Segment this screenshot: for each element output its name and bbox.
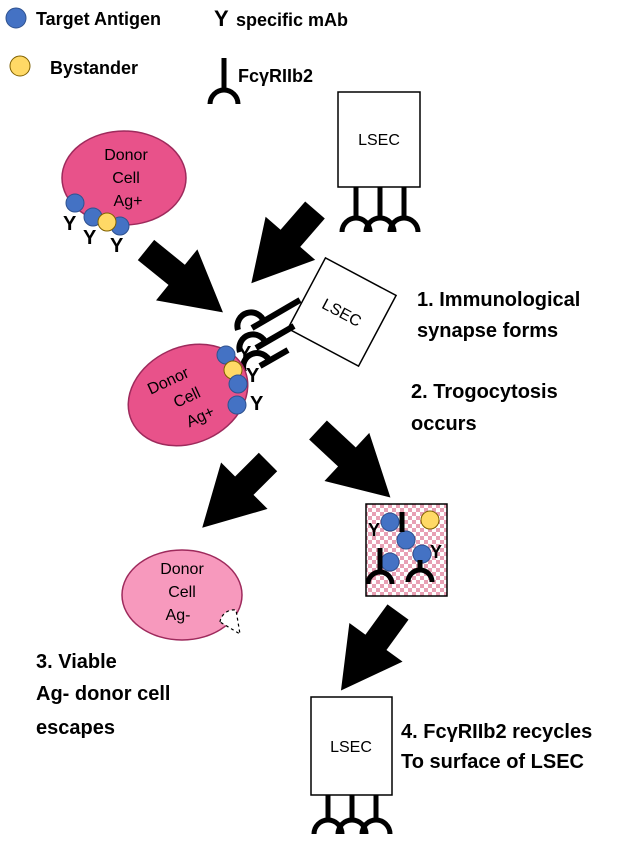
fc-receptor-icon <box>339 187 421 233</box>
antibody-y-icon: Y <box>368 520 380 540</box>
step-labels: 1. Immunological synapse forms 2. Trogoc… <box>36 289 592 773</box>
lsec-box <box>337 91 421 188</box>
lsec-bottom: LSEC <box>310 696 393 835</box>
lsec-label: LSEC <box>358 132 400 149</box>
target-antigen <box>396 530 416 550</box>
legend-fcr-label: FcγRIIb2 <box>238 66 313 86</box>
donor-cell-label-line1: Donor <box>104 147 148 164</box>
legend-specific-mab-label: specific mAb <box>236 10 348 30</box>
antibody-y-icon: Y <box>83 227 97 249</box>
donor-cell-label-line3: Ag+ <box>114 193 143 210</box>
arrow-icon <box>227 201 325 304</box>
arrow-icon <box>179 452 278 551</box>
step-1-line2: synapse forms <box>417 320 558 342</box>
antibody-y-icon: Y <box>246 365 260 387</box>
lsec-box <box>286 256 398 368</box>
target-antigen <box>380 512 400 532</box>
step-3-line1: 3. Viable <box>36 651 117 673</box>
donor-cell-ag-positive: Donor Cell Ag+ Y Y Y <box>61 130 187 257</box>
step-4-line2: To surface of LSEC <box>401 751 584 773</box>
antibody-y-icon: Y <box>110 235 124 257</box>
donor-cell-label-line2: Cell <box>112 170 140 187</box>
target-antigen <box>228 374 248 394</box>
antibody-y-icon: Y <box>430 542 442 562</box>
lsec-top: LSEC <box>337 91 421 233</box>
donor-cell-body <box>121 549 243 641</box>
legend-target-antigen-label: Target Antigen <box>36 9 161 29</box>
membrane-loss-patch <box>219 609 241 636</box>
antibody-y-icon: Y <box>250 393 264 415</box>
target-antigen-swatch <box>5 7 27 29</box>
internalized-vesicle: Y Y <box>365 503 448 597</box>
legend: Target Antigen Bystander Y specific mAb … <box>5 6 348 105</box>
donor-cell-label-line2: Cell <box>168 584 196 601</box>
arrows <box>137 201 412 709</box>
bystander-antigen <box>420 510 440 530</box>
donor-cell-ag-negative: Donor Cell Ag- <box>121 549 243 641</box>
bystander-swatch <box>9 55 31 77</box>
legend-bystander-label: Bystander <box>50 58 138 78</box>
donor-cell-body <box>127 343 249 447</box>
arrow-icon <box>137 239 243 338</box>
fc-receptor-icon <box>207 58 241 105</box>
lsec-label: LSEC <box>330 739 372 756</box>
lsec-mid: LSEC <box>234 256 398 374</box>
target-antigen <box>227 395 247 415</box>
donor-cell-ag-positive-synapse: Donor Cell Ag+ Y Y Y <box>127 343 264 447</box>
step-2-line1: 2. Trogocytosis <box>411 381 558 403</box>
step-3-line2: Ag- donor cell <box>36 683 170 705</box>
antibody-y-icon: Y <box>214 6 229 31</box>
fc-receptor-icon <box>365 512 435 585</box>
fc-receptor-icon <box>311 795 393 835</box>
antibody-y-icon: Y <box>63 213 77 235</box>
lsec-box <box>310 696 393 796</box>
step-1-line1: 1. Immunological <box>417 289 580 311</box>
target-antigen <box>65 193 85 213</box>
donor-cell-label-line1: Donor <box>160 561 204 578</box>
arrow-icon <box>309 420 412 521</box>
step-4-line1: 4. FcγRIIb2 recycles <box>401 721 592 743</box>
donor-cell-label-line3: Ag- <box>166 607 191 624</box>
bystander-antigen <box>97 212 117 232</box>
step-2-line2: occurs <box>411 413 477 435</box>
step-3-line3: escapes <box>36 717 115 739</box>
target-antigen <box>380 552 400 572</box>
arrow-icon <box>315 604 409 709</box>
antibody-y-icon: Y <box>238 343 252 365</box>
